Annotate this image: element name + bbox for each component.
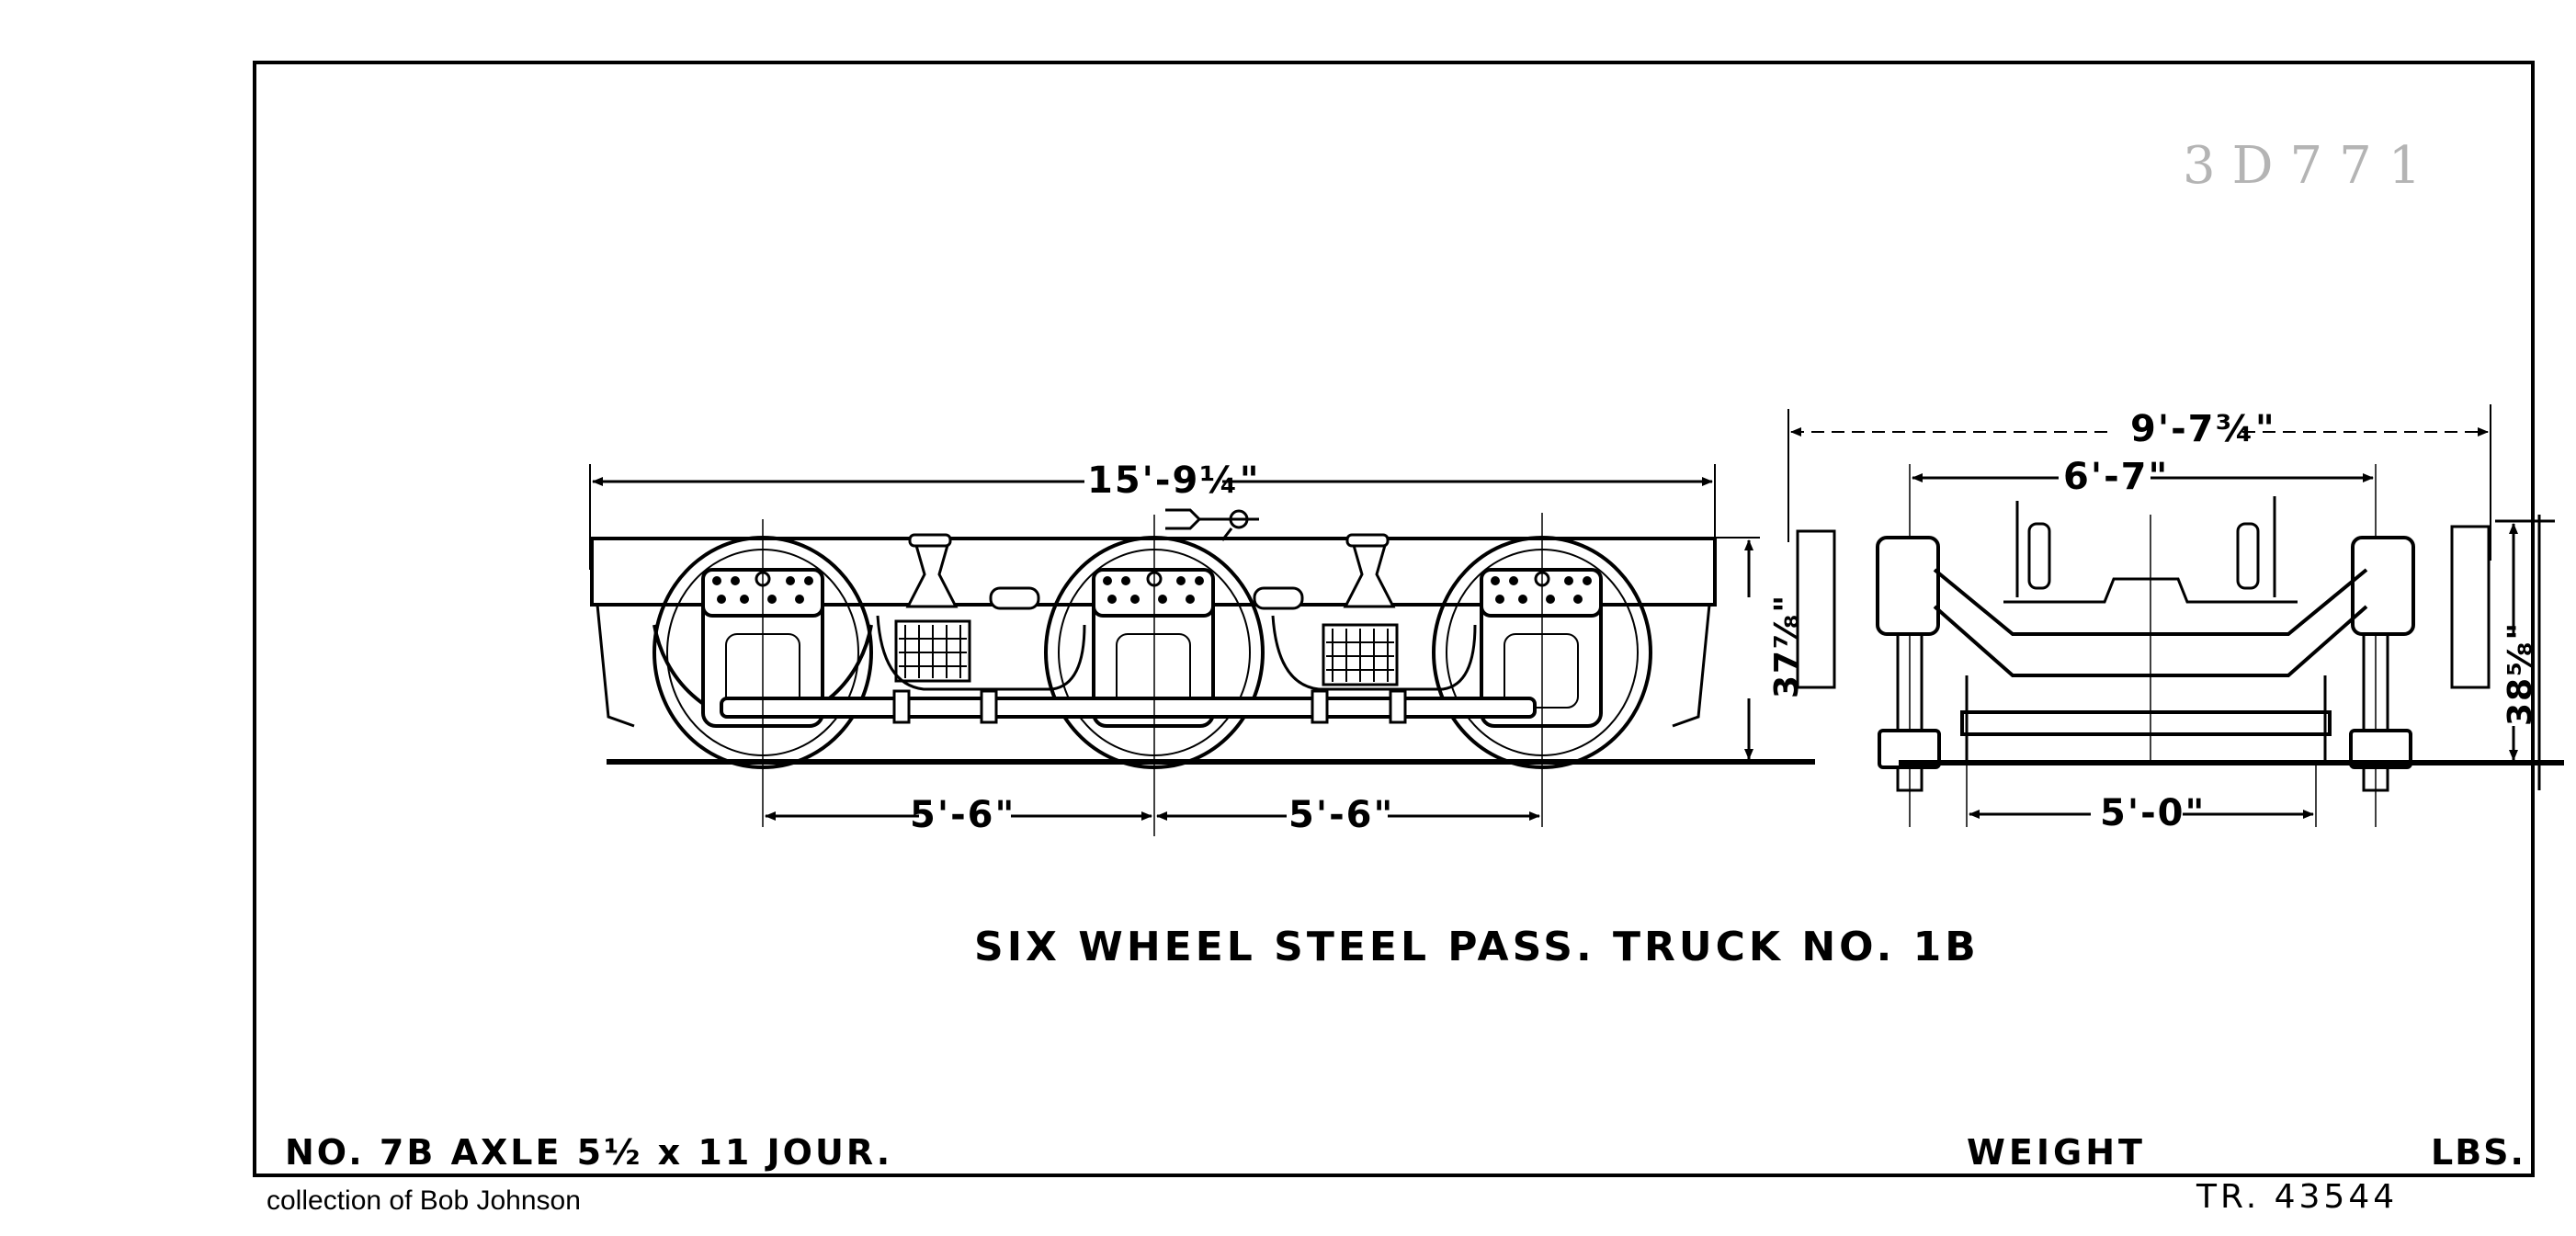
dim-end-height: 38⅝" [2502,620,2539,726]
dim-overall-length: 15'-9¼" [1087,459,1261,502]
weight-label: WEIGHT [1967,1132,2146,1173]
weight-unit: LBS. [2431,1132,2525,1173]
dim-gauge: 5'-0" [2100,792,2207,834]
side-elevation [589,464,1815,836]
drawing-title: SIX WHEEL STEEL PASS. TRUCK NO. 1B [974,924,1980,970]
stamp-number: 3D771 [2183,136,2438,196]
dim-side-height: 37⅞" [1768,593,1806,698]
drawing-border [253,61,2535,1177]
drawing-reference: TR. 43544 [2196,1178,2399,1216]
axle-spec: NO. 7B AXLE 5½ x 11 JOUR. [285,1132,893,1173]
collection-credit: collection of Bob Johnson [267,1185,581,1216]
dim-wheelbase-2: 5'-6" [1288,794,1395,836]
end-elevation [1787,404,2564,827]
dim-overall-width: 9'-7¾" [2130,408,2276,450]
dim-inner-width: 6'-7" [2063,456,2170,498]
dim-wheelbase-1: 5'-6" [910,794,1016,836]
